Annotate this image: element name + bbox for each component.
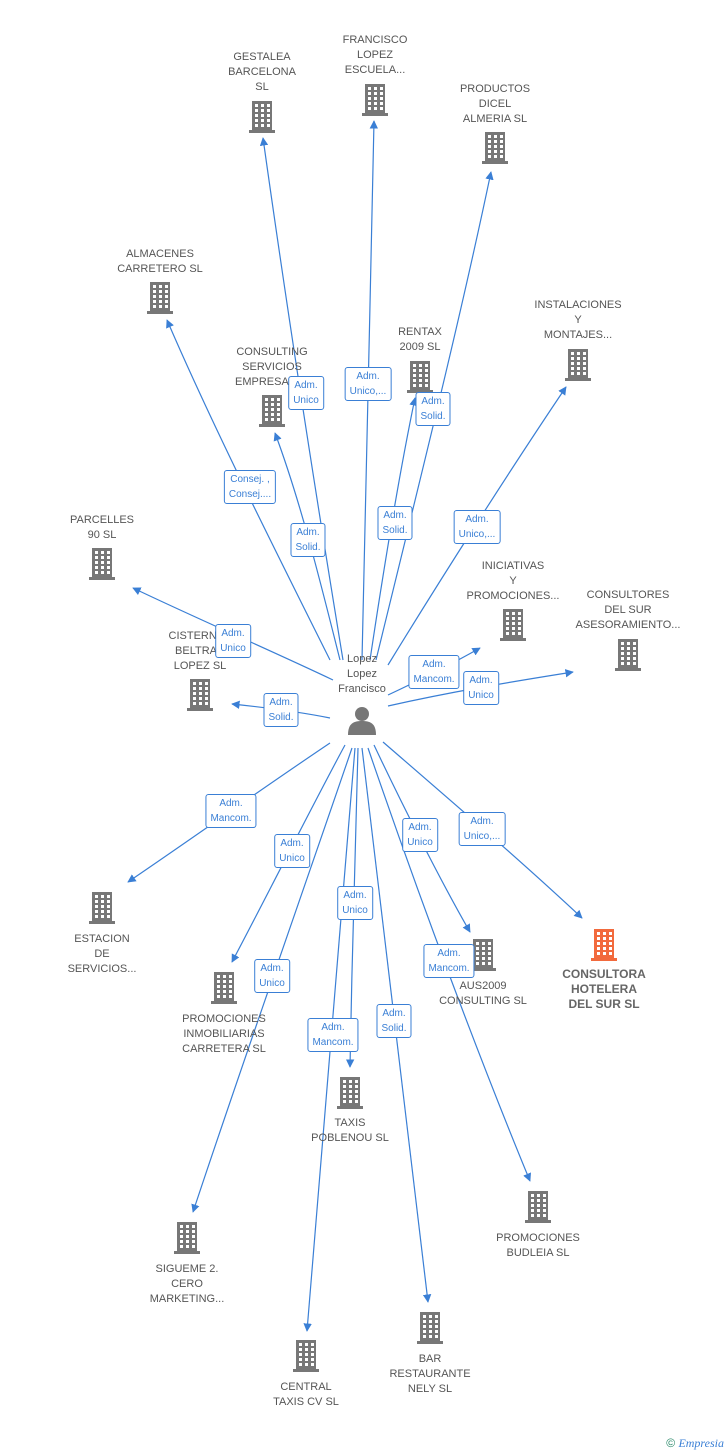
company-label-cisternas[interactable]: CISTERNAS BELTRAN LOPEZ SL (168, 630, 232, 672)
company-label-consultores[interactable]: CONSULTORES DEL SUR ASESORAMIENTO... (575, 589, 681, 631)
building-icon-consultores[interactable] (615, 639, 641, 671)
company-label-taxis_pob[interactable]: TAXIS POBLENOU SL (311, 1117, 389, 1144)
building-icon-estacion[interactable] (89, 892, 115, 924)
company-label-productos[interactable]: PRODUCTOS DICEL ALMERIA SL (459, 83, 531, 125)
company-label-gestalea[interactable]: GESTALEA BARCELONA SL (228, 51, 296, 93)
building-icon-almacenes[interactable] (147, 282, 173, 314)
building-icon-instalaciones[interactable] (565, 349, 591, 381)
relation-label-cisternas: Adm. Solid. (263, 693, 299, 727)
relation-label-budleia: Adm. Mancom. (423, 944, 475, 978)
building-icon-taxis_pob[interactable] (337, 1077, 363, 1109)
building-icon-parcelles[interactable] (89, 548, 115, 580)
relation-label-estacion: Adm. Mancom. (205, 794, 257, 828)
building-icon-rentax[interactable] (407, 361, 433, 393)
company-label-budleia[interactable]: PROMOCIONES BUDLEIA SL (496, 1232, 580, 1259)
person-name[interactable]: Lopez Lopez Francisco (338, 653, 386, 695)
edge-bar (361, 747, 432, 1303)
relation-label-productos: Adm. Solid. (415, 392, 451, 426)
company-label-almacenes[interactable]: ALMACENES CARRETERO SL (117, 248, 203, 275)
building-icon-central[interactable] (293, 1340, 319, 1372)
relation-label-aus: Adm. Unico (402, 818, 438, 852)
relation-label-iniciativas: Adm. Mancom. (408, 655, 460, 689)
relation-label-consulting: Adm. Solid. (290, 523, 326, 557)
relation-label-bar: Adm. Solid. (376, 1004, 412, 1038)
relation-label-hotelera: Adm. Unico,... (458, 812, 506, 846)
building-icon-francisco[interactable] (362, 84, 388, 116)
company-label-iniciativas[interactable]: INICIATIVAS Y PROMOCIONES... (466, 560, 560, 602)
building-icon-budleia[interactable] (525, 1191, 551, 1223)
edge-gestalea (259, 137, 344, 661)
building-icon-aus[interactable] (470, 939, 496, 971)
building-icon-sigueme[interactable] (174, 1222, 200, 1254)
brand-logo[interactable]: Empresia (678, 1436, 724, 1450)
company-label-estacion[interactable]: ESTACION DE SERVICIOS... (67, 933, 137, 975)
building-icon-productos[interactable] (482, 132, 508, 164)
relation-label-consultores: Adm. Unico (463, 671, 499, 705)
relation-label-gestalea: Adm. Unico (288, 376, 324, 410)
company-label-hotelera[interactable]: CONSULTORA HOTELERA DEL SUR SL (562, 967, 646, 1011)
building-icon-hotelera[interactable] (591, 929, 617, 961)
company-label-sigueme[interactable]: SIGUEME 2. CERO MARKETING... (149, 1263, 225, 1305)
building-icon-iniciativas[interactable] (500, 609, 526, 641)
relation-label-instalaciones: Adm. Unico,... (453, 510, 501, 544)
company-label-bar[interactable]: BAR RESTAURANTE NELY SL (389, 1353, 471, 1395)
building-icon-gestalea[interactable] (249, 101, 275, 133)
company-label-central[interactable]: CENTRAL TAXIS CV SL (273, 1381, 339, 1408)
company-label-rentax[interactable]: RENTAX 2009 SL (398, 326, 442, 353)
company-label-aus[interactable]: AUS2009 CONSULTING SL (439, 980, 527, 1007)
footer: © Empresia (666, 1436, 724, 1451)
copyright-icon: © (666, 1436, 676, 1450)
company-label-instalaciones[interactable]: INSTALACIONES Y MONTAJES... (534, 299, 622, 341)
relation-label-rentax: Adm. Solid. (377, 506, 413, 540)
building-icon-promo_inmo[interactable] (211, 972, 237, 1004)
company-label-promo_inmo[interactable]: PROMOCIONES INMOBILIARIAS CARRETERA SL (182, 1013, 266, 1055)
person-icon[interactable] (348, 707, 376, 735)
relation-label-sigueme: Adm. Unico (254, 959, 290, 993)
relation-label-almacenes: Consej. , Consej.... (223, 470, 277, 504)
relation-label-taxis_pob: Adm. Unico (337, 886, 373, 920)
building-icon-cisternas[interactable] (187, 679, 213, 711)
building-icon-bar[interactable] (417, 1312, 443, 1344)
relation-label-promo_inmo: Adm. Unico (274, 834, 310, 868)
relation-label-parcelles: Adm. Unico (215, 624, 251, 658)
company-label-francisco[interactable]: FRANCISCO LOPEZ ESCUELA... (342, 34, 408, 76)
relation-label-central: Adm. Mancom. (307, 1018, 359, 1052)
company-label-parcelles[interactable]: PARCELLES 90 SL (70, 514, 134, 541)
building-icon-consulting[interactable] (259, 395, 285, 427)
relation-label-francisco: Adm. Unico,... (344, 367, 392, 401)
company-label-consulting[interactable]: CONSULTING SERVICIOS EMPRESARI... (235, 346, 309, 388)
